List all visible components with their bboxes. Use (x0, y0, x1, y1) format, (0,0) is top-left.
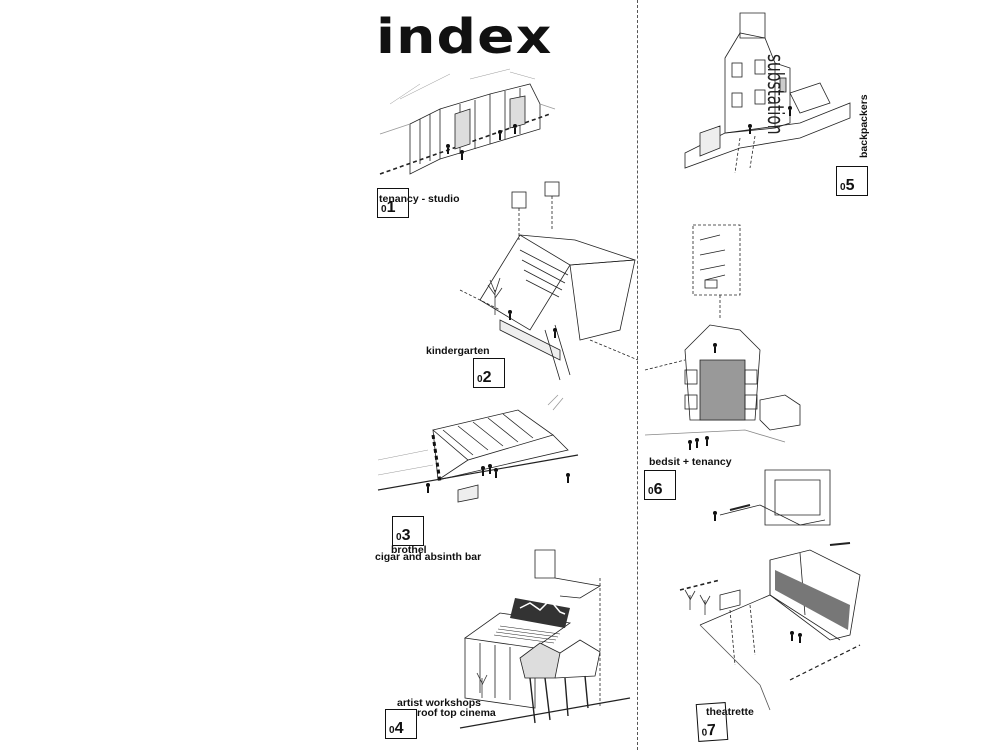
drawing-bedsit-tenancy (644, 220, 805, 455)
project-number-02: 02 (477, 369, 492, 386)
project-label-01: tenancy - studio (379, 193, 460, 205)
project-label-02: kindergarten (426, 345, 490, 357)
project-number-06: 06 (648, 481, 663, 498)
column-divider (637, 0, 638, 750)
project-number-box-02: 02 (473, 358, 505, 388)
project-number-box-03: 03 (392, 516, 424, 546)
project-number-03: 03 (396, 527, 411, 544)
project-label-03-line2: cigar and absinth bar (375, 551, 482, 563)
project-number-05: 05 (840, 177, 855, 194)
drawing-theatrette (660, 465, 865, 715)
drawing-kindergarten (459, 180, 640, 381)
project-number-01: 01 (381, 199, 396, 216)
project-label-04-line1: artist workshops (397, 697, 482, 709)
project-number-box-01: 01 (377, 188, 409, 218)
drawing-tenancy-studio (379, 64, 560, 189)
drawing-artist-workshops (459, 548, 631, 733)
project-number-04: 04 (389, 720, 404, 737)
project-sign-05: substation (762, 54, 787, 135)
project-number-box-05: 05 (836, 166, 868, 196)
project-label-05: backpackers (858, 94, 870, 158)
drawing-backpackers (680, 8, 860, 178)
drawing-brothel-bar (377, 390, 588, 510)
project-label-04-line2: roof top cinema (417, 707, 496, 719)
project-label-03-line1: brothel (391, 544, 427, 556)
page-title: index (376, 9, 553, 65)
project-label-06: bedsit + tenancy (649, 456, 732, 468)
project-number-07: 07 (701, 721, 717, 740)
project-number-box-06: 06 (644, 470, 676, 500)
project-number-box-04: 04 (385, 709, 417, 739)
project-label-07: theatrette (706, 706, 754, 718)
